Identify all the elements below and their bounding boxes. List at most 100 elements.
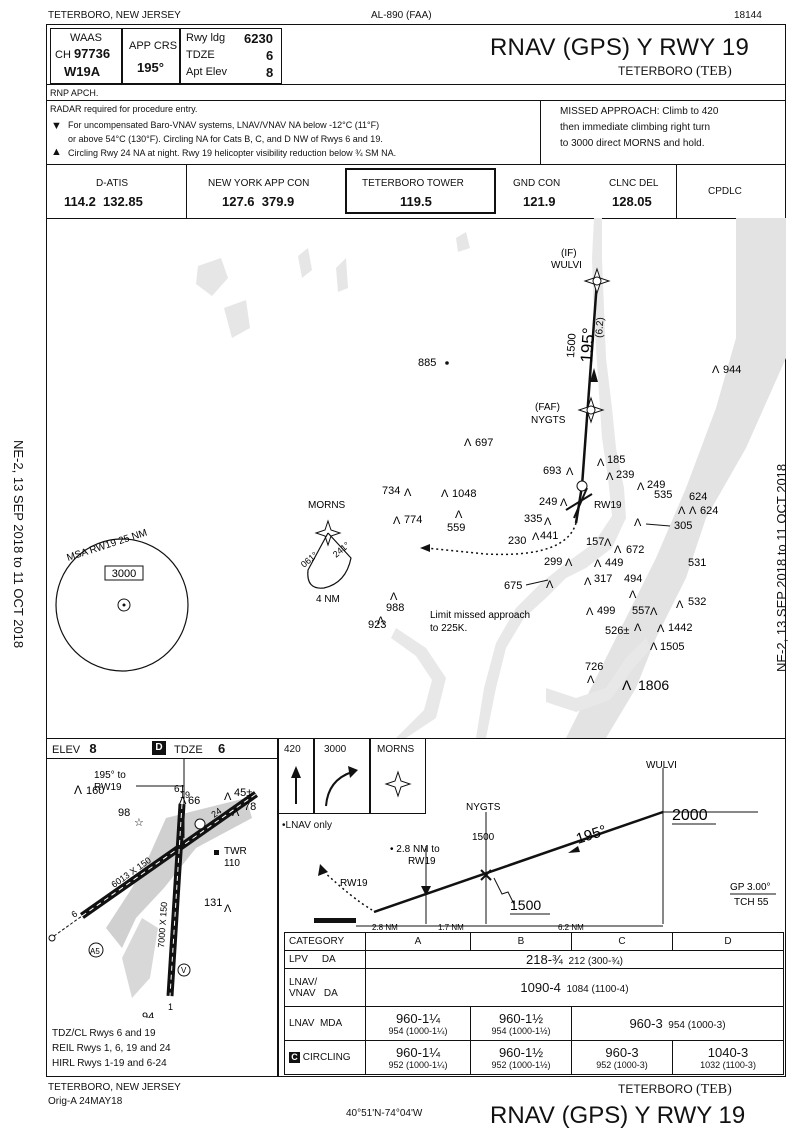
course-distance: (6.2): [594, 317, 606, 338]
svg-text:Λ: Λ: [390, 591, 398, 603]
procedure-title: RNAV (GPS) Y RWY 19: [490, 34, 749, 61]
footer-location: TETERBORO, NEW JERSEY: [48, 1082, 181, 1093]
svg-text:Λ: Λ: [604, 537, 612, 549]
obstacle-230: 230: [508, 535, 526, 547]
missed-icon-box-3: [370, 738, 426, 814]
svg-text:Λ: Λ: [565, 557, 573, 569]
svg-text:Λ: Λ: [634, 622, 642, 634]
lpv-label: LPV DA: [284, 950, 366, 969]
obs-78-icon: Λ: [232, 807, 240, 819]
water-river-south: [546, 638, 651, 712]
missed-fix-icon: [384, 770, 412, 798]
wulvi-label: WULVI: [551, 260, 582, 271]
missed-2: then immediate climbing right turn: [560, 122, 711, 133]
profile-nygts: NYGTS: [466, 802, 501, 813]
lnav-cd-sub: 954 (1000-3): [668, 1020, 726, 1031]
profile-to-rw19-1: • 2.8 NM to: [390, 844, 440, 855]
footer-airport: TETERBORO (TEB): [618, 1082, 732, 1098]
plan-runway-19: [573, 487, 588, 519]
divider: [46, 164, 786, 165]
comm-app-label: NEW YORK APP CON: [208, 178, 310, 189]
svg-text:Λ: Λ: [676, 599, 684, 611]
missed-1: MISSED APPROACH: Climb to 420: [560, 106, 719, 117]
table-row: LNAV/VNAV DA 1090-4 1084 (1100-4): [284, 968, 784, 1007]
svg-text:1442: 1442: [668, 622, 692, 634]
lpv-da: DA: [321, 954, 336, 965]
svg-text:944: 944: [723, 364, 741, 376]
table-row: LPV DA 218-¾ 212 (300-¾): [284, 950, 784, 969]
note-circling: Circling Rwy 24 NA at night. Rwy 19 heli…: [68, 148, 397, 158]
profile-runway-icon: [314, 918, 356, 923]
svg-text:Λ: Λ: [606, 471, 614, 483]
note-baro-2: or above 54°C (130°F). Circling NA for C…: [68, 134, 383, 144]
circ-a-sub: 952 (1000-1¼): [388, 1060, 448, 1070]
climb-arrowhead-icon: [291, 766, 301, 778]
light-e-icon: [194, 818, 206, 830]
circ-b-sub: 952 (1000-1½): [491, 1060, 551, 1070]
svg-text:535: 535: [654, 489, 672, 501]
svg-text:923: 923: [368, 619, 386, 631]
svg-text:675: 675: [504, 580, 522, 592]
circ-b-main: 960-1½: [498, 1045, 544, 1060]
lnav-b-sub: 954 (1000-1½): [491, 1026, 551, 1036]
footer-amendment: Orig-A 24MAY18: [48, 1096, 123, 1107]
side-validity-left: NE-2, 13 SEP 2018 to 11 OCT 2018: [11, 440, 26, 649]
profile-to-rw19-2: RW19: [408, 856, 436, 867]
profile-gp: GP 3.00°: [730, 882, 771, 893]
svg-text:Λ: Λ: [637, 481, 645, 493]
svg-text:1048: 1048: [452, 488, 476, 500]
obs-131: 131: [204, 897, 222, 909]
turn-arrowhead-icon: [348, 766, 358, 778]
circling-badge: C: [289, 1052, 300, 1063]
svg-text:Λ: Λ: [393, 515, 401, 527]
svg-text:Λ: Λ: [594, 558, 602, 570]
obs-45-icon: Λ: [224, 791, 232, 803]
svg-text:299: 299: [544, 556, 562, 568]
course-arrow-icon: [590, 368, 598, 382]
divider: [46, 84, 786, 85]
svg-text:885: 885: [418, 357, 436, 369]
note-baro-1: For uncompensated Baro-VNAV systems, LNA…: [68, 120, 380, 130]
rwy-ldg-label: Rwy ldg: [186, 32, 226, 44]
lnav-b-main: 960-1½: [498, 1011, 544, 1026]
comm-gnd-value: 121.9: [523, 194, 556, 209]
profile-rw19: RW19: [340, 878, 368, 889]
missed-icons-graphics: [291, 766, 412, 807]
profile-alt-2000: 2000: [672, 807, 708, 824]
apron-area: [106, 798, 252, 948]
msa-circle: [55, 538, 189, 672]
rw19-fix-icon: [576, 480, 588, 492]
profile-lightning-icon: [493, 877, 515, 905]
nygts-fix-icon: [577, 396, 605, 424]
lnav-vnav-sub: 1084 (1100-4): [566, 984, 629, 995]
footer-airport-name: TETERBORO: [618, 1082, 693, 1096]
obs-66-icon: Λ: [179, 795, 187, 807]
msa-alt: 3000: [112, 568, 136, 580]
profile-dist-2: 1.7 NM: [438, 923, 464, 932]
msa-label: MSA RW19 25 NM: [66, 528, 149, 564]
lpv-main: 218-¾: [526, 952, 563, 967]
svg-text:249: 249: [647, 479, 665, 491]
tdze-label: TDZE: [186, 49, 215, 61]
waas-id: W19A: [64, 64, 101, 79]
ad-tdze-label: TDZE: [174, 744, 203, 756]
profile-lnav-only: •LNAV only: [282, 820, 333, 831]
nygts-label: NYGTS: [531, 415, 566, 426]
ad-note-1: TDZ/CL Rwys 6 and 19: [52, 1028, 156, 1039]
profile-missed-arrow-icon: [318, 864, 328, 876]
ad-tdze: TDZE 6: [174, 741, 225, 756]
airport-diagram: 195° to RW19 6013 X 150 7000 X 150 24 6 …: [48, 758, 259, 1018]
cat-a-header: A: [365, 932, 471, 951]
profile-missed-path: [321, 869, 373, 911]
missed-arrow-icon: [420, 544, 430, 552]
